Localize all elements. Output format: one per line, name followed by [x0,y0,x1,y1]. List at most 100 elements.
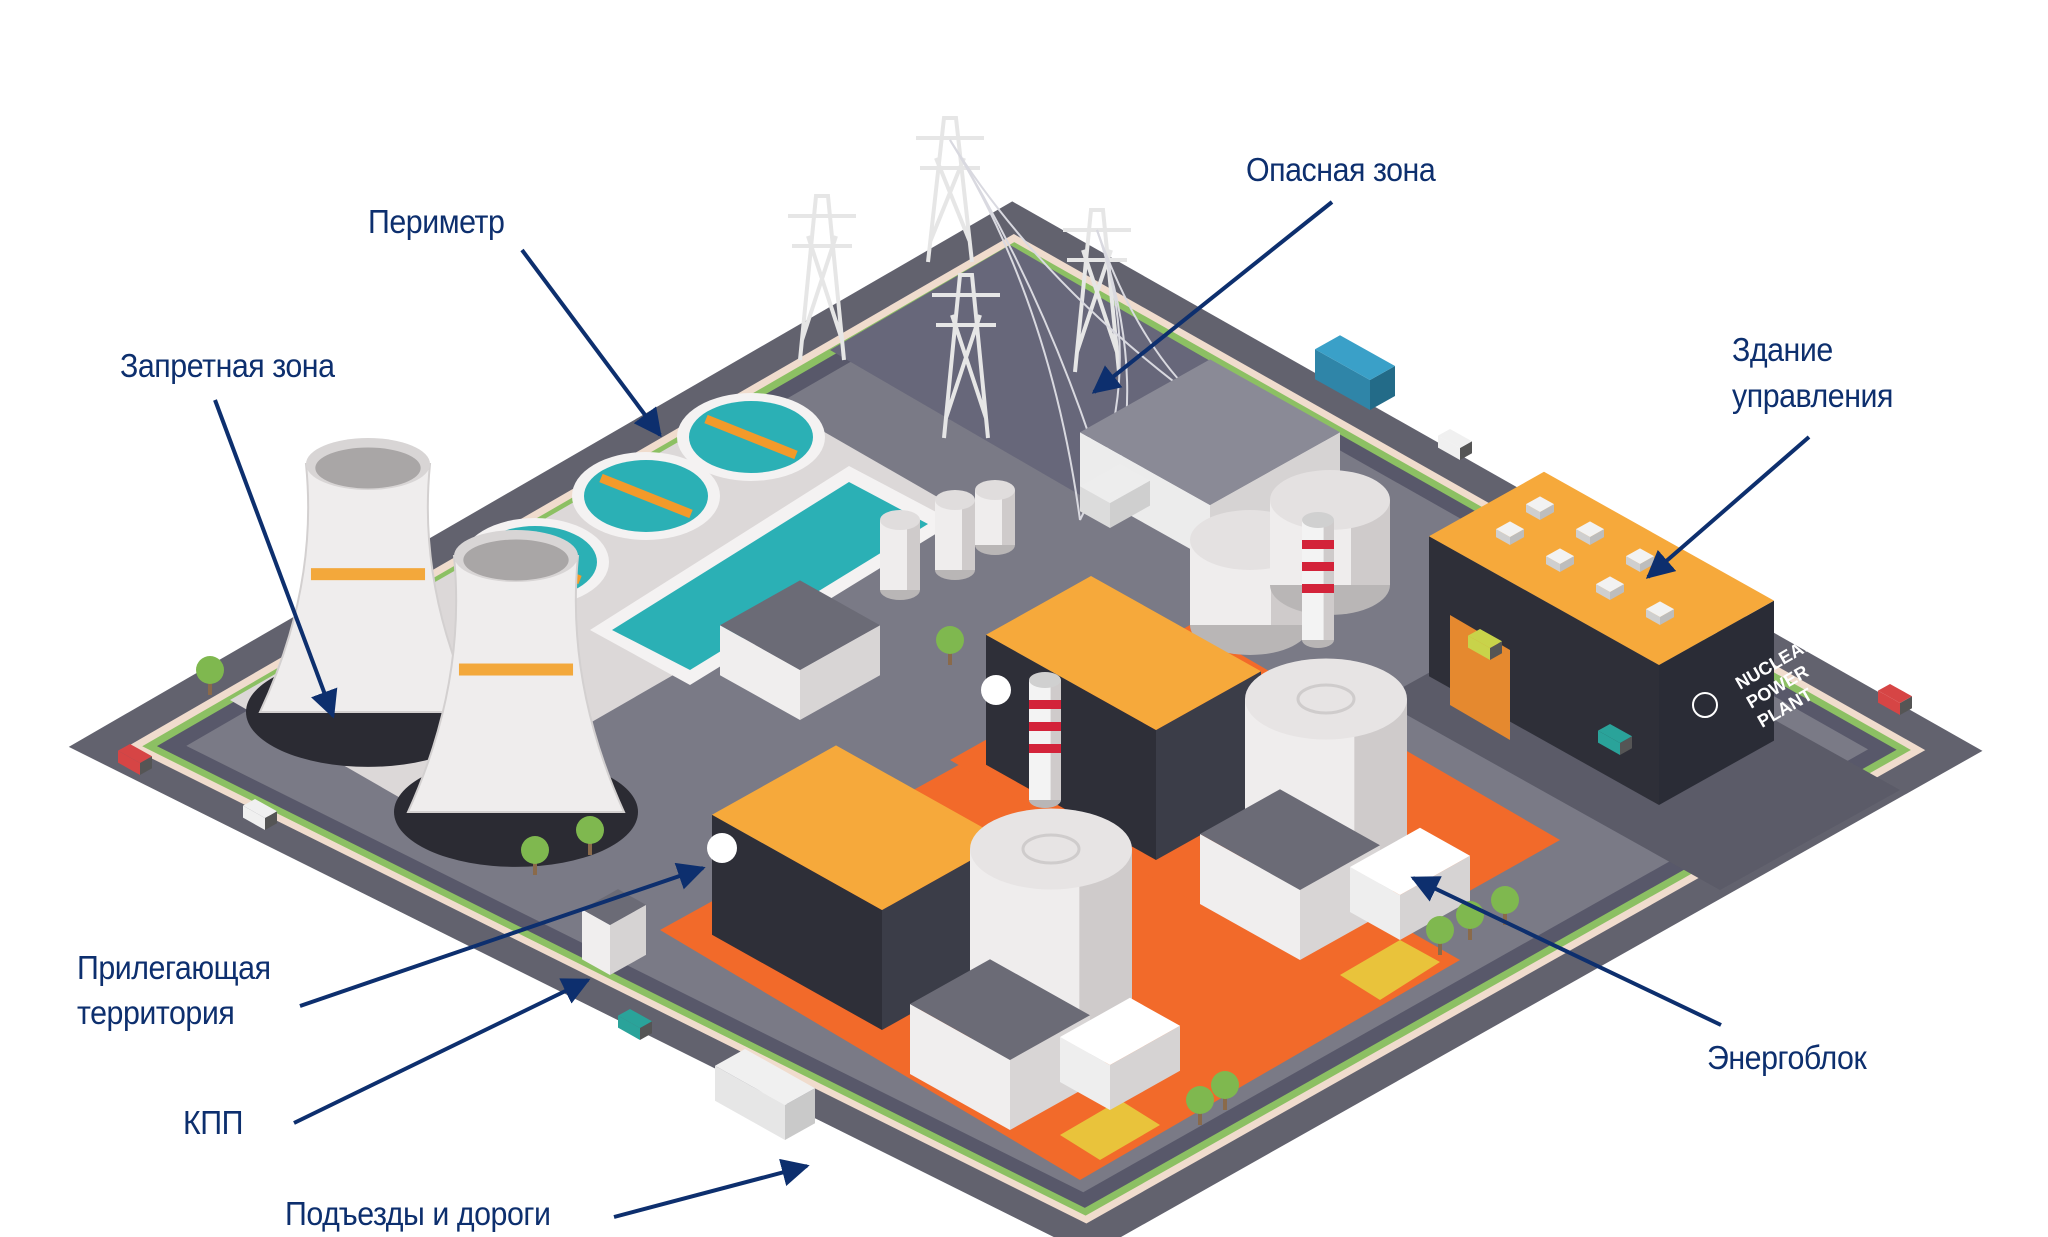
pylon-3-lattice [1063,208,1131,373]
chimney-2-stripe-2 [1302,562,1334,571]
arrow-checkpoint [293,978,591,1125]
label-access-roads: Подъезды и дороги [285,1195,551,1232]
label-perimeter: Периметр [368,203,505,240]
roof-vent-1-right-wall [1540,504,1554,520]
reactor-2-annex-roof [1200,789,1380,890]
unit-2-building-roof [986,576,1261,730]
car-white-left-roof [243,798,277,818]
hatched-area-1 [1060,1100,1160,1160]
car-white-left-right-wall [265,811,277,830]
roof-vent-2-roof [1576,521,1604,537]
pylon-2-lattice [916,116,984,263]
roof-vent-4 [1496,521,1524,545]
chimney-2 [1302,512,1334,648]
cooling-tower-2 [394,529,638,867]
chimney-2-shade [1323,520,1334,640]
unit-2-building-left-wall [986,634,1156,860]
cooling-tower-1-opening [315,447,421,489]
arrow-control-building [1645,435,1811,579]
roof-vent-1 [1526,496,1554,520]
car-teal-parking-left-wall [1598,730,1620,755]
car-white-left-left-wall [243,805,265,830]
car-red-left-left-wall [118,750,140,775]
tree-6 [1426,916,1454,944]
car-yellow [1468,628,1502,660]
hatched-area-2 [1340,940,1440,1000]
roof-vent-6-roof [1596,576,1624,592]
label-danger-zone: Опасная зона [1246,151,1436,188]
chimney-1-shade [1050,680,1061,800]
chimney-2-stripe-3 [1302,584,1334,593]
cooling-tower-2-band [458,663,574,676]
arrow-perimeter [520,248,662,438]
chimney-2-stripe-1 [1302,540,1334,549]
chimney-1-stripe-1 [1029,700,1061,709]
unit-2-number: 2 [990,680,1001,702]
cooling-pool [612,482,928,670]
tree-1 [196,656,224,684]
checkpoint-booth-right-wall [610,904,646,975]
car-white-top-right-wall [1460,441,1472,460]
arrow-power-unit [1410,876,1722,1027]
tree-3 [576,816,604,844]
blue-truck-left-wall [1315,349,1370,410]
truck-left-wall [715,1065,785,1140]
roof-vent-2-left-wall [1576,529,1590,545]
reactor-1-annex-small-left-wall [1060,1037,1110,1110]
car-white-left [243,798,277,830]
label-checkpoint: КПП [183,1104,243,1141]
storage-tank-2-shade [962,500,975,570]
storage-tank-3 [975,480,1015,555]
roof-vent-5 [1546,548,1574,572]
car-red-left-right-wall [140,756,152,775]
service-building [720,580,880,720]
transformer-box [1080,463,1150,528]
control-building-roof [1429,471,1774,665]
reactor-1-annex-small-roof [1060,997,1180,1065]
car-teal-parking-roof [1598,723,1632,743]
roof-vent-4-right-wall [1510,529,1524,545]
reactor-2-annex-left-wall [1200,834,1300,960]
storage-tank-2-top [935,490,975,510]
storage-tank-3-top [975,480,1015,500]
roof-vent-4-left-wall [1496,529,1510,545]
roof-vent-1-roof [1526,496,1554,512]
car-red-left-roof [118,743,152,763]
tree-5 [1211,1071,1239,1099]
service-building-roof [720,580,880,670]
chimney-1-stripe-2 [1029,722,1061,731]
unit-2-badge [981,675,1011,705]
car-teal-road-left-wall [618,1015,640,1040]
pylon-1-lattice [788,194,856,361]
service-building-left-wall [720,625,800,720]
label-control-building-2: управления [1732,377,1893,414]
car-teal-road-right-wall [640,1021,652,1040]
reactor-2-annex-small-roof [1350,827,1470,895]
pylon-4 [932,273,1000,439]
unit-1-building-left-wall [712,814,882,1030]
reactor-1-dome-top [970,808,1132,890]
label-adjacent-territory-1: Прилегающая [77,949,271,986]
storage-tank-3-shade [1002,490,1015,545]
unit-1-number: 1 [716,838,727,860]
blue-truck-right-wall [1370,366,1395,410]
clarifier-bridge-2 [599,473,693,519]
roof-vent-4-roof [1496,521,1524,537]
blue-truck [1315,335,1395,410]
car-teal-road [618,1008,652,1040]
roof-vent-2-right-wall [1590,529,1604,545]
chimney-2-top [1302,512,1334,528]
tree-2 [521,836,549,864]
arrow-adjacent-territory [299,862,706,1008]
switchyard-hall-roof [1080,359,1340,505]
clarifier-bridge-3 [704,414,798,460]
arrow-danger-zone [1091,200,1334,394]
chimney-1-top [1029,672,1061,688]
unit-1-building-roof [712,745,1006,910]
roof-vent-6-left-wall [1596,584,1610,600]
transformer-box-roof [1080,463,1150,503]
reactor-1-annex-small [1060,997,1180,1110]
car-white-top-roof [1438,428,1472,448]
blue-truck-roof [1315,335,1395,380]
chimney-1 [1029,672,1061,808]
